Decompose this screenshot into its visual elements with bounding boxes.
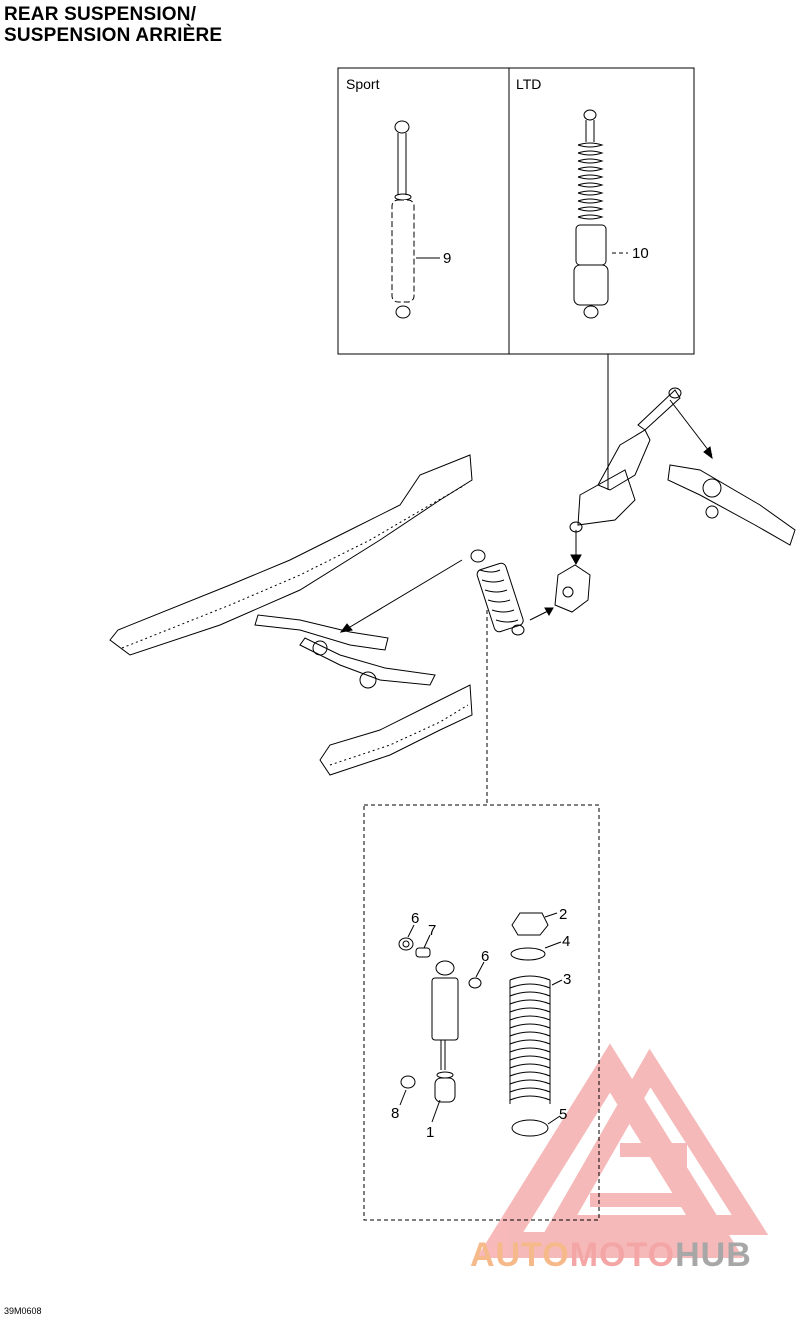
callout-8: 8 bbox=[391, 1105, 399, 1122]
sport-shock-drawing bbox=[391, 120, 440, 319]
callout-2: 2 bbox=[559, 906, 567, 923]
callout-7: 7 bbox=[428, 922, 436, 939]
ltd-shock-drawing bbox=[573, 109, 628, 319]
callout-9: 9 bbox=[443, 250, 451, 267]
assembly-arrows bbox=[339, 399, 713, 633]
watermark-part-3: HUB bbox=[675, 1236, 752, 1274]
callout-6-left: 6 bbox=[411, 910, 419, 927]
sport-panel-label: Sport bbox=[346, 76, 380, 92]
callout-5: 5 bbox=[559, 1106, 567, 1123]
page-title: REAR SUSPENSION/ SUSPENSION ARRIÈRE bbox=[4, 4, 222, 46]
title-line-1: REAR SUSPENSION/ bbox=[4, 4, 197, 25]
title-line-2: SUSPENSION ARRIÈRE bbox=[4, 25, 223, 46]
rear-suspension-assembly-drawing bbox=[109, 387, 796, 776]
callout-1: 1 bbox=[426, 1124, 434, 1141]
callout-3: 3 bbox=[563, 971, 571, 988]
callout-6-right: 6 bbox=[481, 948, 489, 965]
watermark-part-1: AUTO bbox=[470, 1236, 570, 1274]
shock-options-panel bbox=[337, 67, 695, 355]
watermark-logo-icon bbox=[476, 1043, 769, 1258]
detail-panel bbox=[363, 804, 600, 1221]
callout-4: 4 bbox=[562, 933, 570, 950]
drawing-code: 39M0608 bbox=[4, 1306, 42, 1316]
shock-components-drawing bbox=[398, 912, 563, 1137]
watermark-part-2: MOTO bbox=[569, 1236, 676, 1274]
ltd-panel-label: LTD bbox=[516, 76, 541, 92]
callout-10: 10 bbox=[632, 245, 649, 262]
watermark-text: AUTOMOTOHUB bbox=[470, 1236, 752, 1275]
